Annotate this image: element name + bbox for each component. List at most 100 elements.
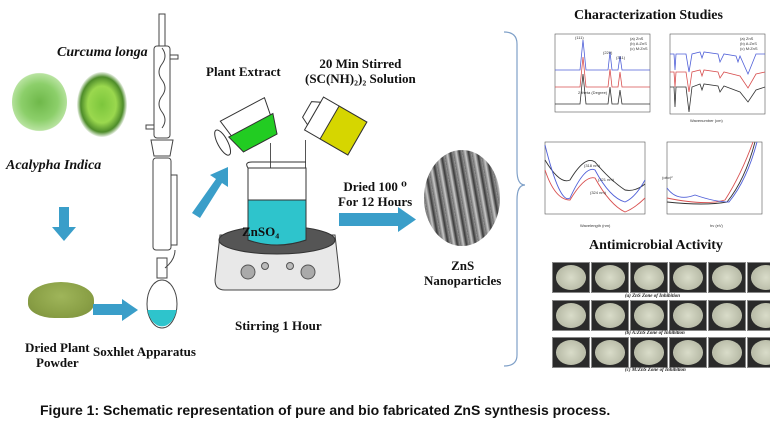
- petri-dish: [673, 265, 703, 290]
- plate-row-caption: (c) M:ZnS Zone of Inhibition: [625, 368, 686, 373]
- petri-plate-image: [630, 337, 668, 368]
- down-arrow-icon: [52, 207, 76, 241]
- plant-extract-label: Plant Extract: [206, 64, 281, 79]
- petri-dish: [595, 340, 625, 365]
- tauc-xlabel: hv (eV): [710, 223, 723, 228]
- soxhlet-label: Soxhlet Apparatus: [93, 344, 196, 359]
- petri-dish: [595, 303, 625, 328]
- petri-dish: [634, 303, 664, 328]
- stirred-line1: 20 Min Stirred: [319, 56, 402, 71]
- right-arrow-icon: [93, 299, 138, 321]
- antimicrobial-title: Antimicrobial Activity: [589, 238, 723, 253]
- zns-line2: Nanoparticles: [424, 273, 502, 288]
- ftir-legend-b: (b) A:ZnS: [740, 41, 757, 46]
- uv-annotation-318: (318 nm): [584, 163, 601, 168]
- acalypha-plant-image: [12, 72, 67, 132]
- petri-dish: [751, 265, 770, 290]
- plate-row-caption: (a) ZnS Zone of Inhibition: [625, 294, 681, 299]
- uv-vis-chart: [544, 141, 646, 215]
- hot-plate-stirrer-image: [214, 161, 341, 291]
- uv-series-a: [544, 159, 646, 191]
- ftir-series-a: [670, 83, 766, 113]
- petri-plate-image: [747, 262, 770, 293]
- acalypha-label: Acalypha Indica: [6, 158, 102, 173]
- petri-dish: [673, 340, 703, 365]
- curcuma-plant-image: [77, 72, 127, 137]
- curly-brace-icon: [503, 31, 526, 367]
- petri-dish: [556, 340, 586, 365]
- dried-powder-label: Dried Plant Powder: [25, 340, 90, 370]
- uv-series-c: [544, 144, 646, 203]
- xrd-peak-220: (220): [603, 50, 613, 55]
- petri-plate-image: [708, 300, 746, 331]
- stirring-label: Stirring 1 Hour: [235, 318, 322, 333]
- thiourea-solution-flask-image: [302, 96, 368, 156]
- uv-annotation-321: (321 nm): [598, 177, 615, 182]
- zns-sem-image: [424, 150, 500, 246]
- petri-plate-image: [591, 300, 629, 331]
- xrd-legend-b: (b) A:ZnS: [630, 41, 647, 46]
- petri-dish: [634, 265, 664, 290]
- ftir-legend-c: (c) M:ZnS: [740, 46, 758, 51]
- petri-plate-image: [552, 337, 590, 368]
- stirred-line2: (SC(NH)₂)₂ Solution: [305, 71, 416, 86]
- curcuma-label: Curcuma longa: [57, 45, 148, 60]
- tauc-plot-chart: [666, 141, 763, 215]
- petri-dish: [712, 340, 742, 365]
- petri-plate-image: [669, 262, 707, 293]
- xrd-chart: [554, 33, 651, 113]
- petri-plate-image: [708, 262, 746, 293]
- petri-dish: [712, 303, 742, 328]
- petri-plate-image: [747, 337, 770, 368]
- petri-plate-image: [630, 262, 668, 293]
- uv-annotation-324: (324 nm): [590, 190, 607, 195]
- petri-dish: [712, 265, 742, 290]
- zns-nanoparticles-label: ZnS Nanoparticles: [424, 258, 501, 288]
- soxhlet-apparatus-image: [145, 13, 179, 329]
- petri-plate-image: [747, 300, 770, 331]
- ftir-chart: [669, 33, 766, 115]
- uv-series-b: [544, 169, 646, 213]
- petri-dish: [751, 340, 770, 365]
- xrd-legend-a: (a) ZnS: [630, 36, 644, 41]
- ftir-series-c: [670, 51, 765, 76]
- petri-dish: [634, 340, 664, 365]
- ftir-series-b: [670, 69, 766, 93]
- ftir-legend-a: (a) ZnS: [740, 36, 754, 41]
- tauc-series-c: [666, 141, 758, 203]
- right-arrow-icon: [339, 207, 416, 232]
- petri-dish: [556, 303, 586, 328]
- petri-plate-image: [669, 300, 707, 331]
- petri-plate-image: [591, 262, 629, 293]
- znso4-label: ZnSO₄: [242, 224, 280, 239]
- zns-line1: ZnS: [451, 258, 475, 273]
- xrd-peak-311: (311): [616, 55, 626, 60]
- dried-line1: Dried 100 ⁰: [343, 179, 407, 194]
- uv-xlabel: Wavelength (nm): [580, 223, 611, 228]
- ftir-xlabel: Wavenumber (cm): [690, 118, 723, 123]
- petri-plate-image: [708, 337, 746, 368]
- petri-dish: [673, 303, 703, 328]
- petri-plate-image: [552, 262, 590, 293]
- xrd-series-a: [555, 73, 650, 105]
- diagonal-arrow-icon: [192, 167, 228, 218]
- plant-powder-image: [28, 282, 94, 318]
- figure-caption: Figure 1: Schematic representation of pu…: [40, 402, 611, 418]
- petri-plate-image: [552, 300, 590, 331]
- plate-row-caption: (b) A:ZnS Zone of Inhibition: [625, 331, 685, 336]
- plant-extract-flask-image: [214, 96, 278, 156]
- xrd-peak-111: (111): [575, 35, 584, 40]
- xrd-legend-c: (c) M:ZnS: [630, 46, 648, 51]
- tauc-series-b: [666, 141, 754, 203]
- xrd-xlabel: 2 theta (Degree): [578, 90, 608, 95]
- petri-plate-image: [591, 337, 629, 368]
- dried-powder-line1: Dried Plant: [25, 340, 90, 355]
- characterization-title: Characterization Studies: [574, 8, 723, 23]
- petri-dish: [751, 303, 770, 328]
- tauc-ylabel: (αhv)²: [662, 175, 673, 180]
- dried-powder-line2: Powder: [36, 355, 79, 370]
- xrd-series-b: [555, 56, 650, 88]
- petri-dish: [556, 265, 586, 290]
- dried-line2: For 12 Hours: [338, 194, 413, 209]
- stirred-solution-label: 20 Min Stirred (SC(NH)₂)₂ Solution: [305, 56, 416, 86]
